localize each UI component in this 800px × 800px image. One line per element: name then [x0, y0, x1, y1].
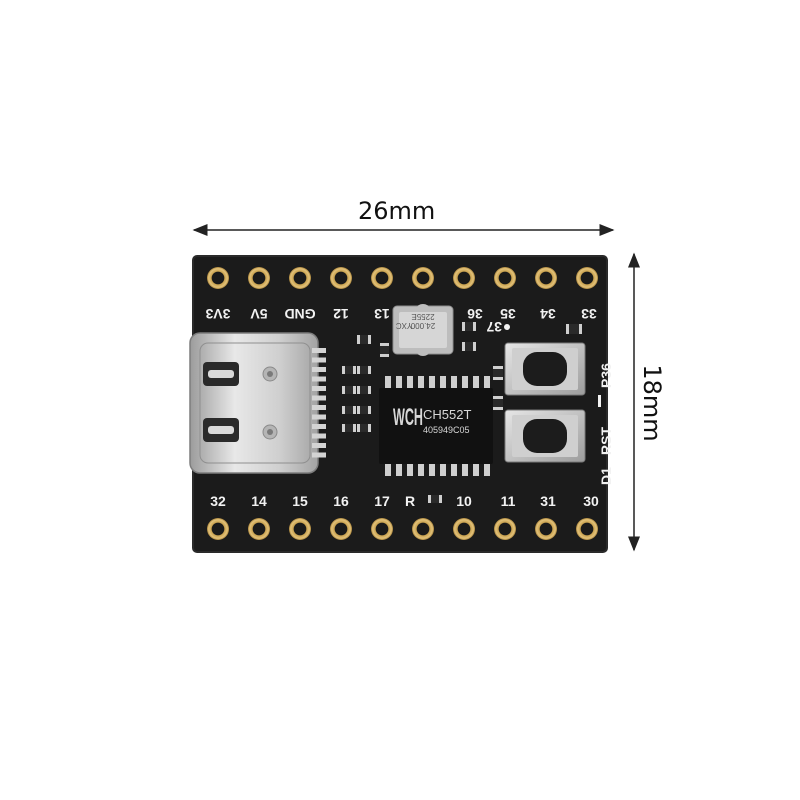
width-dimension-label: 26mm: [358, 197, 436, 225]
bottom-pin-pads: [207, 518, 598, 540]
bottom-push-button: [504, 409, 586, 463]
crystal-line-1: YXC: [396, 321, 413, 330]
top-pad: [207, 267, 229, 289]
chip-model: CH552T: [423, 407, 471, 422]
top-pin-label: 5V: [250, 306, 268, 322]
bottom-pin-label: 14: [251, 493, 267, 509]
smd-components: [342, 322, 582, 503]
bottom-pin-label: 30: [583, 493, 599, 509]
crystal-line-3: 2255E: [411, 312, 434, 321]
smd-part: [566, 324, 582, 334]
top-pin-label: 13: [374, 306, 390, 322]
top-pin-label: 33: [581, 306, 597, 322]
bottom-pin-label: 15: [292, 493, 308, 509]
pin-37-dot: [504, 324, 510, 330]
top-push-button: [504, 342, 586, 396]
bottom-pad: [535, 518, 557, 540]
top-pin-label: GND: [284, 306, 315, 322]
top-pad: [289, 267, 311, 289]
top-pin-label: 12: [333, 306, 349, 322]
bottom-pin-label: 16: [333, 493, 349, 509]
smd-part: [357, 406, 371, 414]
crystal-oscillator: YXC 24.000 2255E: [392, 304, 454, 356]
chip-brand-logo: WCH: [393, 404, 423, 431]
bottom-pad: [207, 518, 229, 540]
smd-part: [357, 386, 371, 394]
top-pad: [535, 267, 557, 289]
crystal-line-2: 24.000: [410, 321, 435, 330]
side-label-p36: P36: [598, 363, 614, 388]
top-pad: [453, 267, 475, 289]
bottom-pad: [289, 518, 311, 540]
smd-part: [357, 366, 371, 374]
side-label-d1: D1: [598, 467, 614, 485]
smd-part: [342, 424, 356, 432]
smd-part: [357, 335, 371, 344]
top-pin-label: 34: [540, 306, 556, 322]
smd-part: [342, 366, 356, 374]
bottom-pin-label: 17: [374, 493, 390, 509]
bottom-pad: [248, 518, 270, 540]
top-pin-pads: [207, 267, 598, 289]
top-pad: [371, 267, 393, 289]
bottom-pad: [576, 518, 598, 540]
ch552t-chip: WCH CH552T 405949C05: [379, 376, 493, 476]
bottom-pad: [371, 518, 393, 540]
top-pin-label: 36: [467, 306, 483, 322]
usb-c-connector: [189, 332, 326, 474]
top-pad: [248, 267, 270, 289]
top-pin-label: 3V3: [205, 306, 230, 322]
bottom-pin-label: 32: [210, 493, 226, 509]
smd-part: [357, 424, 371, 432]
smd-part: [428, 495, 442, 503]
top-pin-labels: 3V3 5V GND 12 13 36 35 34 33: [205, 306, 596, 322]
smd-part: [493, 396, 503, 410]
smd-part: [342, 386, 356, 394]
bottom-pad: [412, 518, 434, 540]
smd-part: [380, 343, 389, 357]
bottom-pin-labels: 32 14 15 16 17 R 10 11 31 30: [210, 493, 599, 509]
side-label-divider: [598, 395, 601, 407]
bottom-pad: [494, 518, 516, 540]
side-label-rst: RST: [598, 427, 614, 455]
bottom-pad: [330, 518, 352, 540]
smd-part: [493, 366, 503, 380]
top-pad: [494, 267, 516, 289]
smd-part: [462, 322, 476, 331]
chip-lot: 405949C05: [423, 425, 470, 435]
bottom-pin-label: 31: [540, 493, 556, 509]
bottom-pin-label: 10: [456, 493, 472, 509]
top-pin-label: 35: [500, 306, 516, 322]
top-pad: [330, 267, 352, 289]
smd-part: [462, 342, 476, 351]
bottom-pad: [453, 518, 475, 540]
smd-part: [342, 406, 356, 414]
top-pad: [412, 267, 434, 289]
bottom-pin-label: 11: [501, 493, 516, 509]
bottom-pin-label: R: [405, 493, 415, 509]
pin-37-label: 37: [486, 319, 502, 335]
top-pad: [576, 267, 598, 289]
